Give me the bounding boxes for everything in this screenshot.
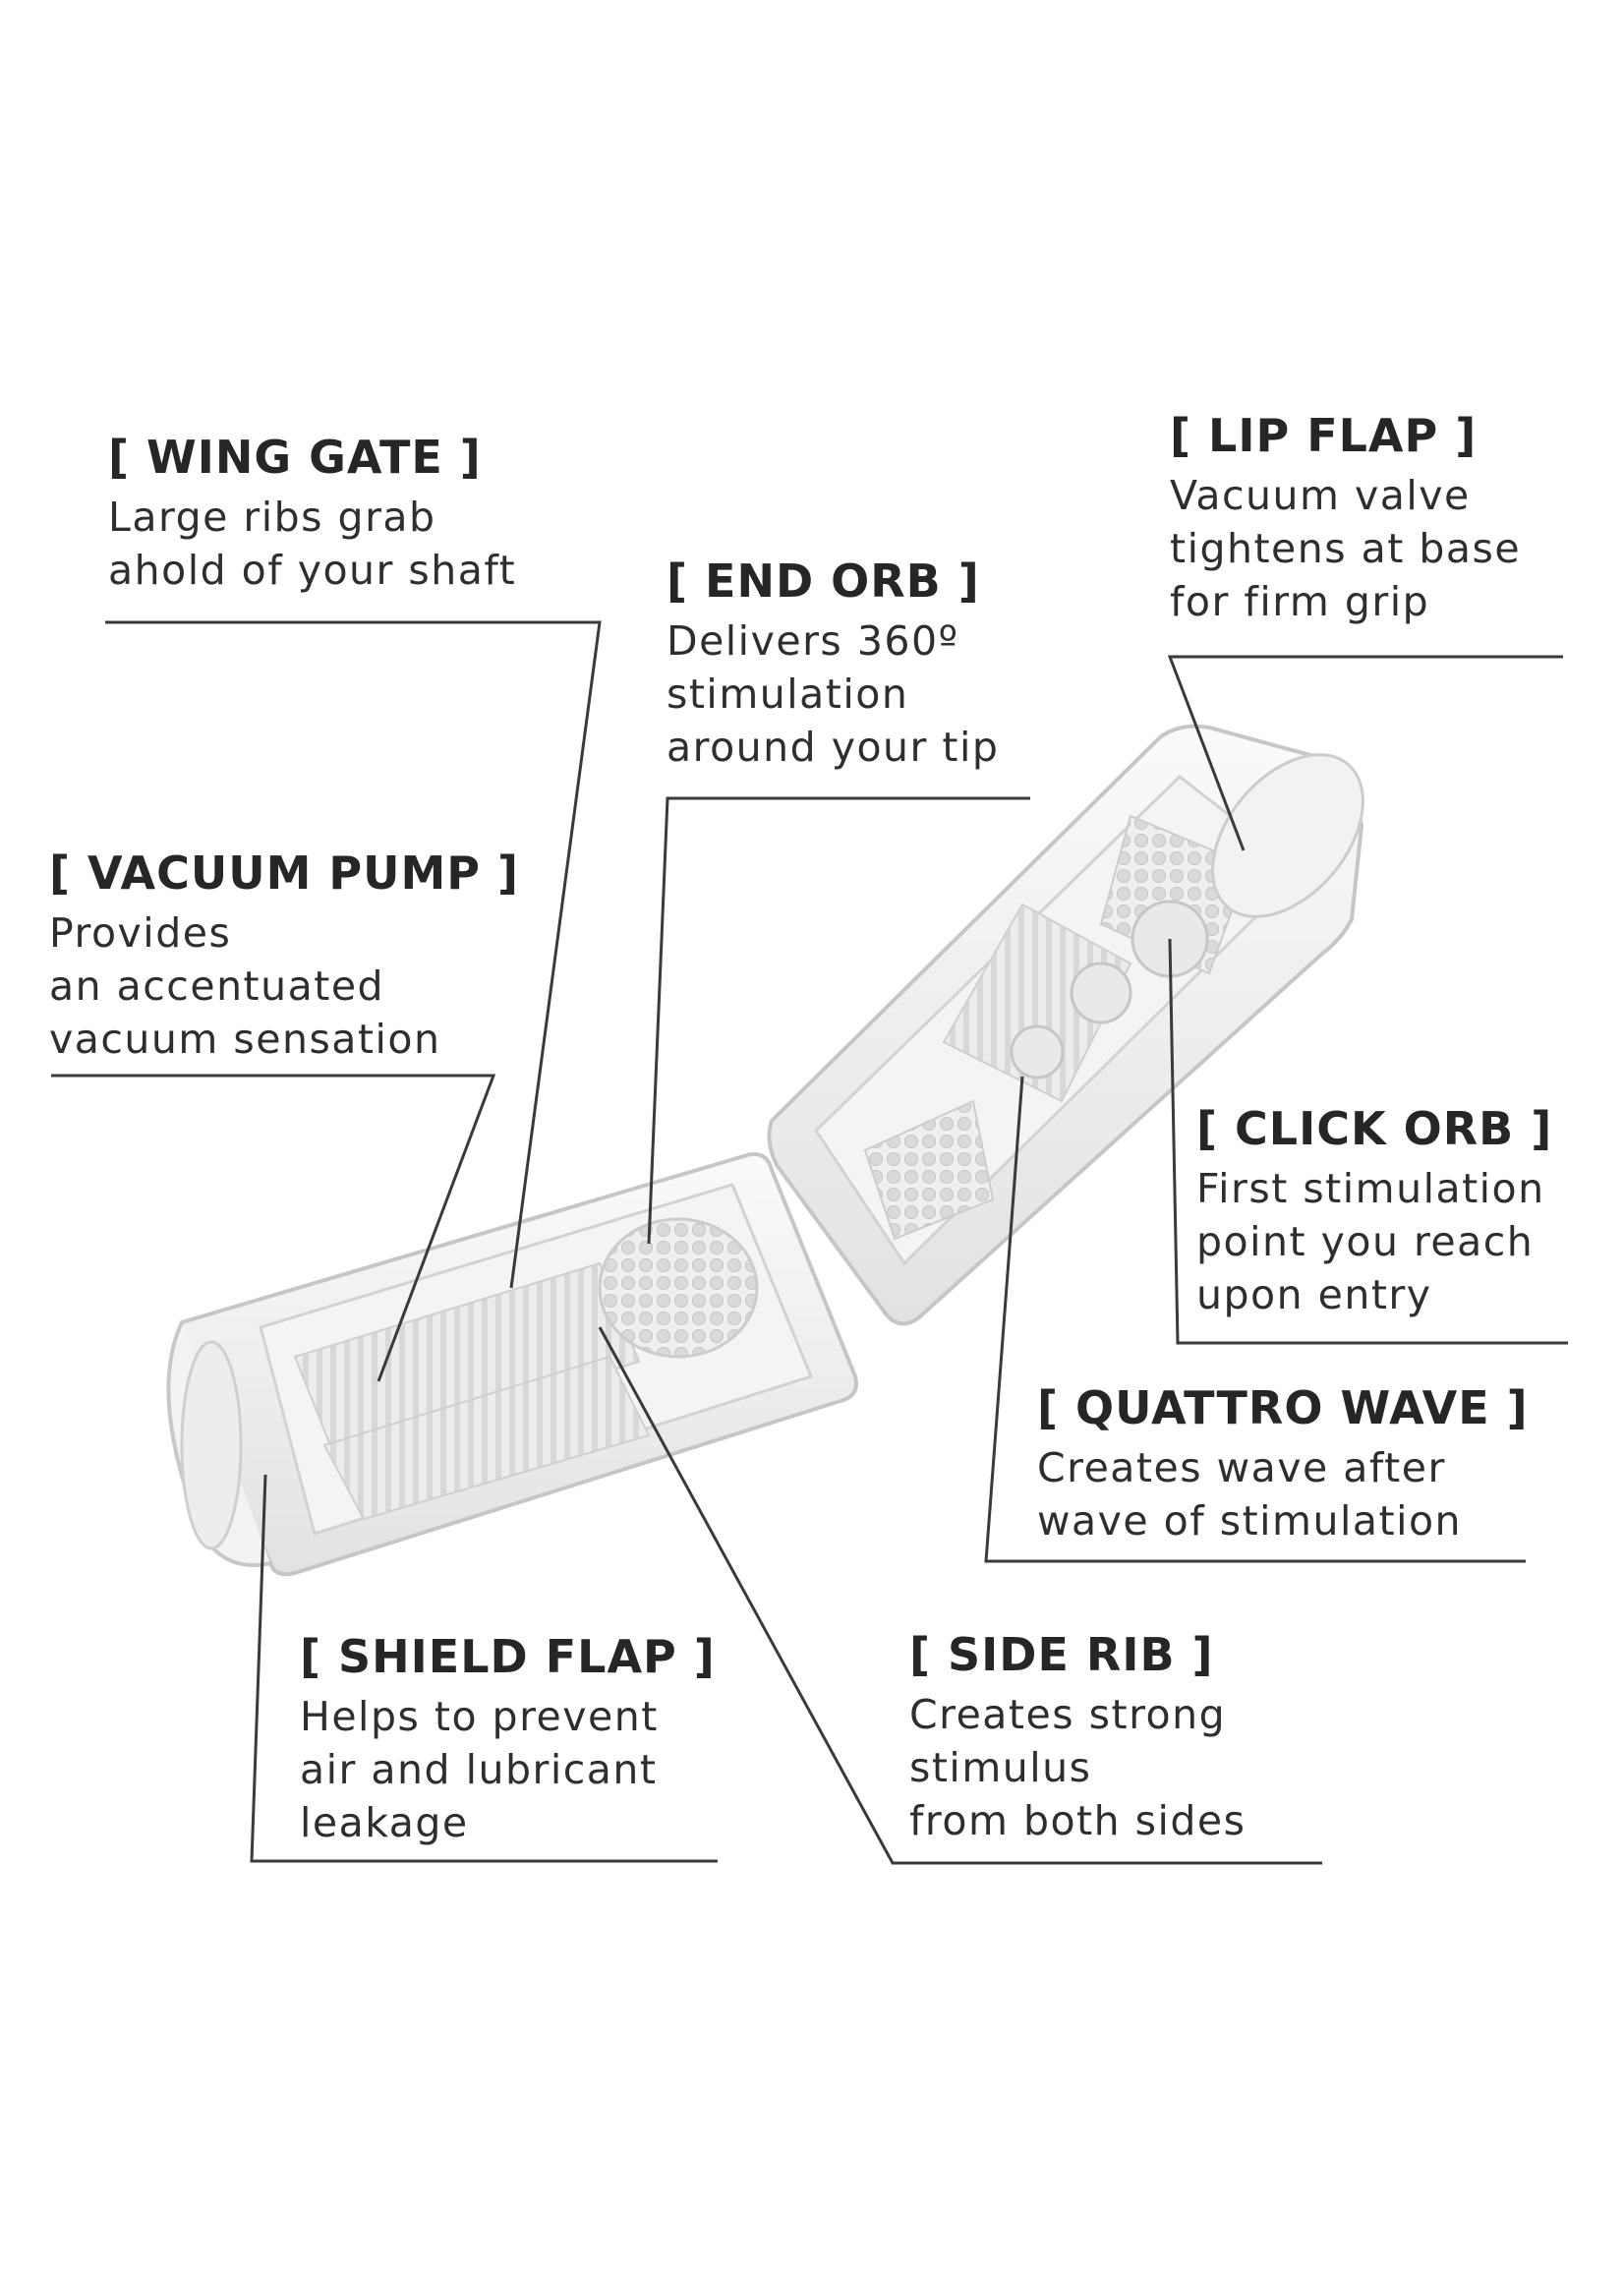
wing-gate-line-1: Large ribs grab xyxy=(108,494,436,541)
wing-gate-leader xyxy=(105,620,602,1289)
side-rib-description: Creates strong stimulus from both sides xyxy=(909,1688,1247,1847)
side-rib-title: [ SIDE RIB ] xyxy=(909,1628,1214,1681)
end-orb-title: [ END ORB ] xyxy=(667,554,980,608)
shield-flap-title: [ SHIELD FLAP ] xyxy=(300,1630,716,1683)
click-orb-description: First stimulation point you reach upon e… xyxy=(1196,1162,1552,1321)
leader-lines xyxy=(51,620,1568,1865)
wing-gate-title: [ WING GATE ] xyxy=(108,431,482,484)
shield-flap-line-1: Helps to prevent xyxy=(300,1693,659,1740)
vacuum-pump-line-3: vacuum sensation xyxy=(49,1016,441,1063)
callout-end-orb: [ END ORB ] Delivers 360º stimulation ar… xyxy=(667,554,999,774)
callout-click-orb: [ CLICK ORB ] First stimulation point yo… xyxy=(1196,1101,1552,1321)
side-rib-line-2: stimulus xyxy=(909,1744,1092,1791)
click-orb-leader xyxy=(1168,938,1568,1345)
quattro-wave-line-2: wave of stimulation xyxy=(1037,1497,1463,1545)
lip-flap-description: Vacuum valve tightens at base for firm g… xyxy=(1170,469,1521,628)
lip-flap-line-1: Vacuum valve xyxy=(1170,472,1471,519)
callout-wing-gate: [ WING GATE ] Large ribs grab ahold of y… xyxy=(108,430,516,597)
vacuum-pump-line-2: an accentuated xyxy=(49,962,385,1010)
vacuum-pump-title: [ VACUUM PUMP ] xyxy=(49,846,519,900)
vacuum-pump-line-1: Provides xyxy=(49,909,232,957)
lip-flap-title: [ LIP FLAP ] xyxy=(1170,409,1478,462)
vacuum-pump-leader xyxy=(51,1074,496,1382)
shield-flap-line-3: leakage xyxy=(300,1799,469,1846)
vacuum-pump-description: Provides an accentuated vacuum sensation xyxy=(49,906,519,1066)
lip-flap-line-2: tightens at base xyxy=(1170,525,1522,572)
shield-flap-description: Helps to prevent air and lubricant leaka… xyxy=(300,1690,716,1849)
callout-lip-flap: [ LIP FLAP ] Vacuum valve tightens at ba… xyxy=(1170,408,1521,628)
callout-shield-flap: [ SHIELD FLAP ] Helps to prevent air and… xyxy=(300,1629,716,1849)
end-orb-description: Delivers 360º stimulation around your ti… xyxy=(667,614,999,774)
click-orb-line-3: upon entry xyxy=(1196,1271,1432,1318)
end-orb-leader xyxy=(647,796,1030,1245)
click-orb-title: [ CLICK ORB ] xyxy=(1196,1102,1553,1155)
side-rib-leader xyxy=(598,1326,1322,1865)
callout-vacuum-pump: [ VACUUM PUMP ] Provides an accentuated … xyxy=(49,845,519,1066)
lip-flap-leader xyxy=(1167,655,1563,851)
callout-quattro-wave: [ QUATTRO WAVE ] Creates wave after wave… xyxy=(1037,1380,1529,1547)
shield-flap-line-2: air and lubricant xyxy=(300,1746,658,1793)
shield-flap-leader xyxy=(250,1474,718,1863)
sleeve-left-half xyxy=(166,1152,858,1577)
quattro-wave-leader xyxy=(984,1076,1526,1563)
end-orb-line-2: stimulation xyxy=(667,671,909,718)
click-orb-line-1: First stimulation xyxy=(1196,1165,1545,1212)
end-orb-line-1: Delivers 360º xyxy=(667,617,959,665)
side-rib-line-1: Creates strong xyxy=(909,1691,1227,1738)
click-orb-line-2: point you reach xyxy=(1196,1218,1535,1265)
quattro-wave-description: Creates wave after wave of stimulation xyxy=(1037,1441,1529,1547)
side-rib-line-3: from both sides xyxy=(909,1797,1247,1844)
lip-flap-line-3: for firm grip xyxy=(1170,578,1430,625)
quattro-wave-line-1: Creates wave after xyxy=(1037,1444,1446,1491)
wing-gate-description: Large ribs grab ahold of your shaft xyxy=(108,491,516,597)
wing-gate-line-2: ahold of your shaft xyxy=(108,547,517,594)
end-orb-line-3: around your tip xyxy=(667,724,1000,771)
callout-side-rib: [ SIDE RIB ] Creates strong stimulus fro… xyxy=(909,1627,1247,1847)
quattro-wave-title: [ QUATTRO WAVE ] xyxy=(1037,1381,1529,1434)
sleeve-right-half xyxy=(767,724,1364,1326)
